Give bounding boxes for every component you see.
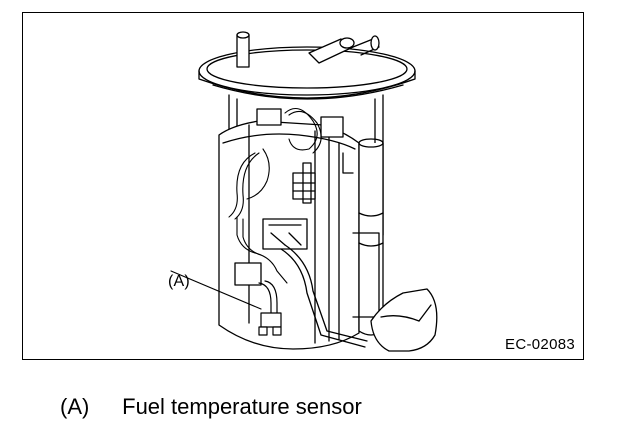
wiring-harness [228,107,322,284]
figure-code: EC-02083 [505,336,575,353]
flange-outlet-fitting [308,35,380,64]
pump-flange [198,46,416,100]
callout-label-a: (A) [168,273,190,290]
flange-pipe-left [236,31,250,68]
fuel-level-sender-arm [280,244,368,348]
fuel-filter-cylinder [352,138,384,336]
fuel-pump-assembly-illustration [170,31,438,352]
callout-leader-line [170,270,262,310]
body-details [234,108,354,286]
figure-caption: (A) Fuel temperature sensor [60,394,362,420]
fuel-level-float [370,288,438,352]
caption-label: (A) [60,394,90,419]
fuel-temperature-sensor [258,280,282,336]
figure-frame: (A) EC-02083 [22,12,584,360]
caption-text: Fuel temperature sensor [122,394,362,419]
